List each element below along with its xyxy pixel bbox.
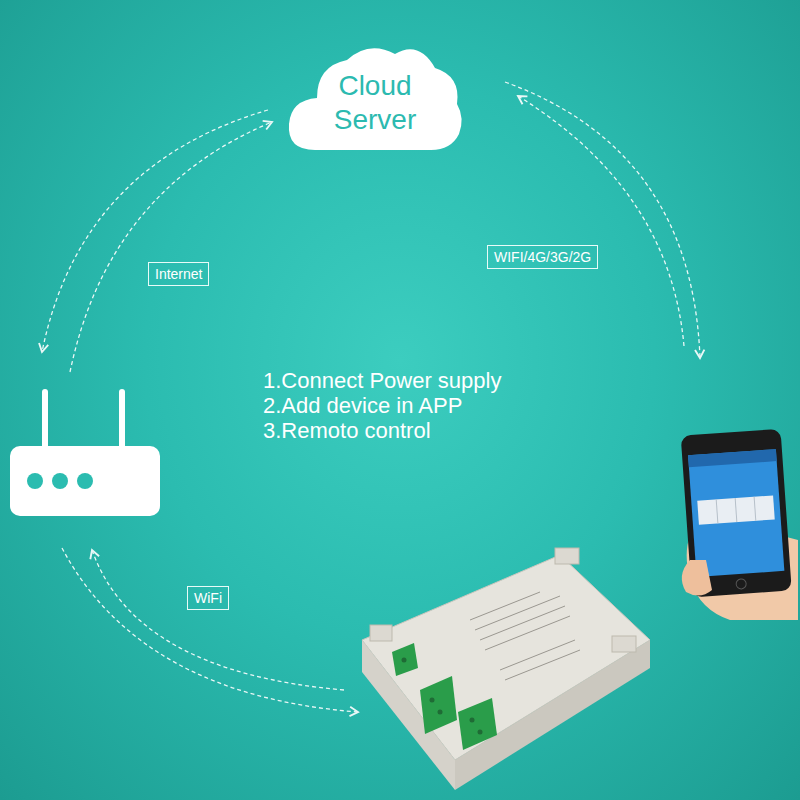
internet-arc-up — [70, 122, 272, 372]
wifi-arc-up — [92, 550, 344, 690]
mobile-arc-down — [505, 82, 700, 358]
cloud-label: Cloud Server — [320, 69, 430, 137]
connection-label: Internet — [148, 262, 209, 286]
mobile-arc-up — [518, 96, 684, 346]
step-text: 3.Remoto control — [263, 418, 431, 443]
connection-label: WiFi — [187, 586, 229, 610]
router-icon — [10, 392, 160, 516]
step-text: 1.Connect Power supply — [263, 368, 501, 393]
internet-arc-down — [42, 110, 268, 352]
cloud-node: Cloud Server — [285, 38, 465, 156]
step-text: 2.Add device in APP — [263, 393, 462, 418]
relay-board — [362, 548, 650, 790]
connection-label: WIFI/4G/3G/2G — [487, 245, 598, 269]
phone-in-hand — [681, 429, 798, 620]
wifi-arc-down — [62, 548, 358, 712]
